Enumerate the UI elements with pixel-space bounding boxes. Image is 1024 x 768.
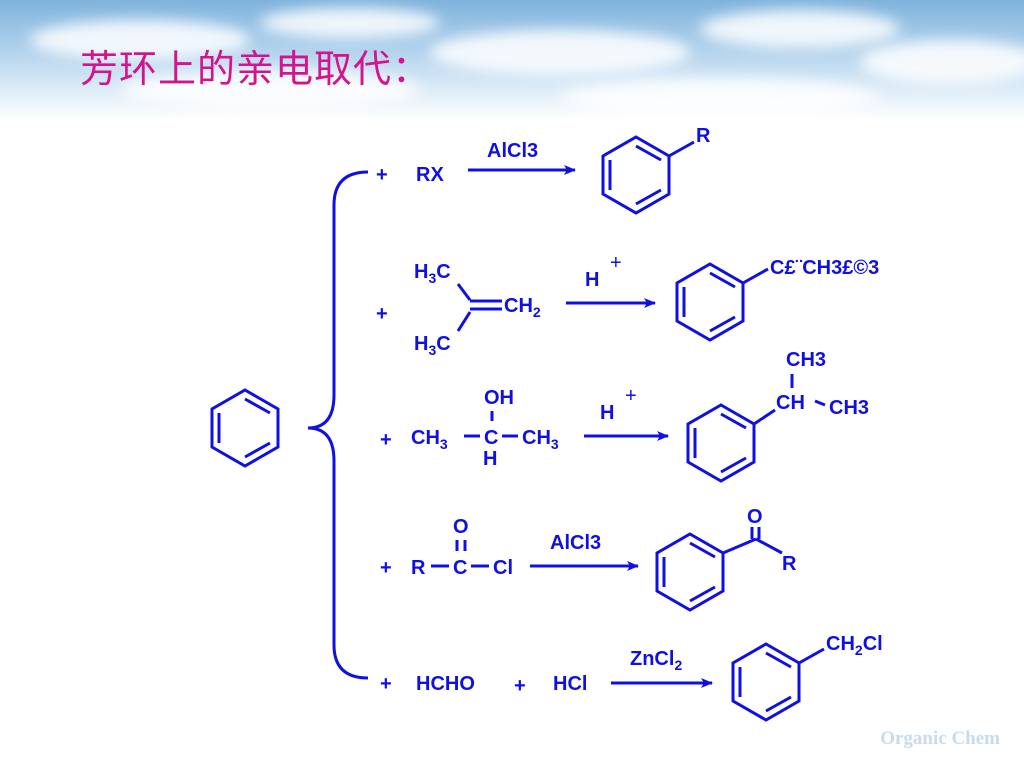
benzene-product: [675, 262, 769, 342]
hydroxyl-group: OH: [484, 387, 514, 409]
catalyst-zncl2: ZnCl2: [630, 648, 682, 673]
alkene-bonds: [456, 283, 502, 332]
benzene-product: [686, 403, 776, 483]
benzene-product: [601, 135, 695, 215]
reaction-5: + HCHO + HCl ZnCl2 CH2Cl: [380, 633, 883, 722]
bond-methine-methyl-2: [814, 399, 826, 407]
methylene-group: CH2: [504, 295, 541, 320]
ketone-r-group: R: [782, 553, 797, 575]
ketone-oxygen: O: [747, 506, 763, 528]
substituent-r: R: [696, 125, 711, 147]
methyl-group-bottom: H3C: [414, 333, 451, 358]
sky-banner: [0, 0, 1024, 120]
slide-title: 芳环上的亲电取代：: [80, 47, 432, 91]
catalyst-alcl3: AlCl3: [487, 140, 538, 162]
reagent-hcho: HCHO: [416, 673, 475, 695]
carbonyl-oxygen: O: [453, 516, 469, 538]
benzene-reactant: [210, 388, 280, 468]
methyl-group-top: H3C: [414, 261, 451, 286]
plus-sign: +: [376, 303, 388, 325]
branch-brace: [307, 170, 369, 680]
substituent-tert-butyl: C£¨CH3£©3: [770, 257, 879, 279]
plus-sign: +: [380, 557, 392, 579]
catalyst-alcl3: AlCl3: [550, 532, 601, 554]
hydrogen-bottom: H: [483, 448, 497, 470]
benzene-product: [731, 642, 825, 722]
plus-sign: +: [380, 673, 392, 695]
reagent-hcl: HCl: [553, 673, 587, 695]
central-carbon: C: [484, 427, 498, 449]
catalyst-h: H: [585, 269, 599, 291]
plus-sign: +: [376, 164, 388, 186]
plus-sign: +: [380, 429, 392, 451]
reaction-3: + OH CH3 C CH3 H H + CH3 CH CH3: [380, 349, 869, 483]
reaction-2: + H3C H3C CH2 H + C£¨CH3£©3: [376, 252, 879, 358]
catalyst-charge: +: [610, 252, 622, 274]
plus-sign: +: [514, 675, 526, 697]
methyl-right: CH3: [522, 427, 559, 452]
catalyst-charge: +: [625, 385, 637, 407]
reaction-4: + O R C Cl AlCl3 O R: [380, 506, 797, 612]
substituent-ch2cl: CH2Cl: [826, 633, 883, 658]
methine-ch: CH: [776, 392, 805, 414]
methyl-left: CH3: [411, 427, 448, 452]
acyl-carbon: C: [453, 557, 467, 579]
catalyst-h: H: [600, 402, 614, 424]
benzene-product: [655, 527, 783, 612]
reagent-rx: RX: [416, 164, 444, 186]
watermark: Organic Chem: [880, 728, 1000, 749]
chlorine: Cl: [493, 557, 513, 579]
methyl-side: CH3: [829, 397, 869, 419]
methyl-top: CH3: [786, 349, 826, 371]
reaction-1: + RX AlCl3 R: [376, 125, 711, 215]
r-group: R: [411, 557, 426, 579]
